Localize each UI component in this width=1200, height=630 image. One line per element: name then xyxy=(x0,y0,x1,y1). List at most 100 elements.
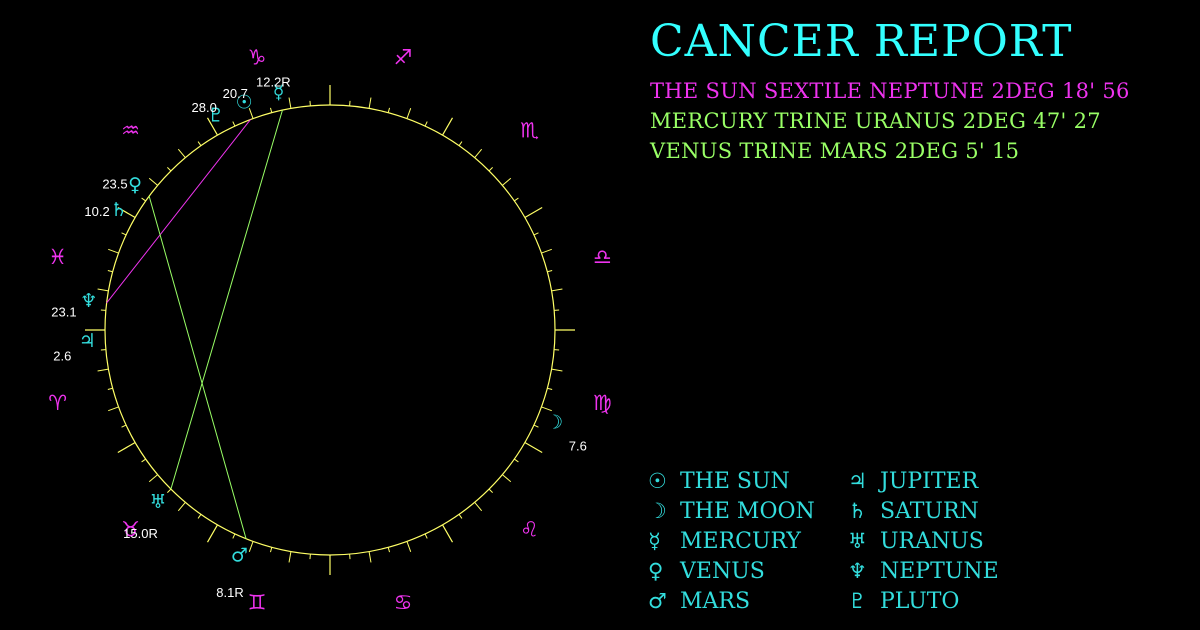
degree-tick xyxy=(547,269,553,273)
degree-tick xyxy=(117,206,136,219)
degree-tick xyxy=(533,232,539,236)
legend-item-moon: ☽ THE MOON xyxy=(648,496,848,526)
legend-label: MARS xyxy=(680,588,751,614)
pluto-icon: ♇ xyxy=(207,104,224,126)
aquarius-sign-icon: ♒ xyxy=(121,119,140,143)
degree-tick xyxy=(551,368,563,372)
degree-tick xyxy=(108,406,119,412)
mars-icon: ♂ xyxy=(231,544,248,566)
legend-item-sun: ☉THE SUN xyxy=(648,466,848,496)
legend-item-saturn: ♄ SATURN xyxy=(848,496,1048,526)
aries-sign-icon: ♈ xyxy=(48,391,67,415)
degree-tick xyxy=(269,107,273,113)
saturn-degree-label: 10.2 xyxy=(84,204,109,219)
jupiter-icon: ♃ xyxy=(848,469,867,493)
uranus-icon: ♅ xyxy=(848,529,867,553)
degree-tick xyxy=(387,107,391,113)
degree-tick xyxy=(108,248,119,254)
degree-tick xyxy=(141,458,146,463)
legend-label: THE MOON xyxy=(680,498,815,524)
virgo-sign-icon: ♍ xyxy=(593,391,612,415)
degree-tick xyxy=(148,474,158,483)
sun-icon: ☉ xyxy=(236,92,253,114)
aspect-lines xyxy=(106,109,283,539)
degree-tick xyxy=(206,117,219,136)
uranus-degree-label: 15.0R xyxy=(123,526,158,541)
legend-label: VENUS xyxy=(680,558,765,584)
degree-tick xyxy=(121,232,127,236)
moon-icon: ☽ xyxy=(648,499,667,523)
neptune-icon: ♆ xyxy=(80,290,97,312)
degree-tick xyxy=(177,148,186,158)
degree-tick xyxy=(288,551,292,563)
sun-degree-label: 20.7 xyxy=(223,86,248,101)
degree-tick xyxy=(514,458,519,463)
degree-tick xyxy=(458,141,463,146)
legend-label: JUPITER xyxy=(880,468,979,494)
legend-item-mercury: ☿MERCURY xyxy=(648,526,848,556)
degree-tick xyxy=(117,441,136,454)
jupiter-icon: ♃ xyxy=(79,330,96,352)
degree-tick xyxy=(368,551,372,563)
zodiac-signs: ♈♉♊♋♌♍♎♏♐♑♒♓ xyxy=(48,46,612,615)
legend-item-neptune: ♆ NEPTUNE xyxy=(848,556,1048,586)
moon-degree-label: 7.6 xyxy=(569,439,587,454)
degree-tick xyxy=(177,502,186,512)
degree-tick xyxy=(167,488,172,493)
degree-tick xyxy=(141,197,146,202)
legend-item-pluto: ♇PLUTO xyxy=(848,586,1048,616)
aspect-line-venus-mars xyxy=(148,196,247,539)
legend-label: URANUS xyxy=(880,528,984,554)
degree-ticks xyxy=(85,85,575,575)
page-title: CANCER REPORT xyxy=(650,16,1073,67)
degree-tick xyxy=(406,541,412,552)
degree-tick xyxy=(387,547,391,553)
degree-tick xyxy=(107,387,113,391)
capricorn-sign-icon: ♑ xyxy=(248,46,267,70)
degree-tick xyxy=(288,97,292,109)
legend-label: PLUTO xyxy=(880,588,960,614)
natal-chart-wheel: ♈♉♊♋♌♍♎♏♐♑♒♓ ♃2.6♅15.0R♂8.1R☽7.6☿12.2R☉2… xyxy=(48,46,612,615)
jupiter-degree-label: 2.6 xyxy=(53,349,71,364)
leo-sign-icon: ♌ xyxy=(520,517,539,541)
legend-label: MERCURY xyxy=(680,528,801,554)
neptune-icon: ♆ xyxy=(848,559,867,583)
degree-tick xyxy=(441,117,454,136)
venus-icon: ♀ xyxy=(128,174,142,196)
degree-tick xyxy=(524,206,543,219)
planet-markers: ♃2.6♅15.0R♂8.1R☽7.6☿12.2R☉20.7♇28.0♀23.5… xyxy=(51,75,587,601)
degree-tick xyxy=(524,441,543,454)
pluto-degree-label: 28.0 xyxy=(192,100,217,115)
moon-icon: ☽ xyxy=(546,412,563,434)
sun-icon: ☉ xyxy=(648,469,667,493)
legend-column-left: ☉THE SUN ☽THE MOON ☿MERCURY ♀VENUS ♂MARS xyxy=(648,466,848,616)
degree-tick xyxy=(541,406,552,412)
degree-tick xyxy=(167,167,172,172)
degree-tick xyxy=(514,197,519,202)
degree-tick xyxy=(232,533,236,539)
legend-label: SATURN xyxy=(880,498,979,524)
libra-sign-icon: ♎ xyxy=(593,245,612,269)
degree-tick xyxy=(424,121,428,127)
saturn-icon: ♄ xyxy=(848,499,867,523)
degree-tick xyxy=(406,108,412,119)
aspect-list: THE SUN SEXTILE NEPTUNE 2DEG 18' 56 MERC… xyxy=(650,76,1130,166)
degree-tick xyxy=(488,488,493,493)
cancer-sign-icon: ♋ xyxy=(394,590,413,614)
degree-tick xyxy=(424,533,428,539)
degree-tick xyxy=(97,368,109,372)
mars-icon: ♂ xyxy=(648,589,667,613)
legend-label: NEPTUNE xyxy=(880,558,999,584)
degree-tick xyxy=(121,424,127,428)
degree-tick xyxy=(458,514,463,519)
degree-tick xyxy=(502,474,512,483)
degree-tick xyxy=(541,248,552,254)
degree-tick xyxy=(197,141,202,146)
degree-tick xyxy=(547,387,553,391)
degree-tick xyxy=(148,177,158,186)
mercury-degree-label: 12.2R xyxy=(256,75,291,90)
legend-item-jupiter: ♃ JUPITER xyxy=(848,466,1048,496)
degree-tick xyxy=(97,288,109,292)
degree-tick xyxy=(248,108,254,119)
mercury-icon: ☿ xyxy=(273,81,285,103)
